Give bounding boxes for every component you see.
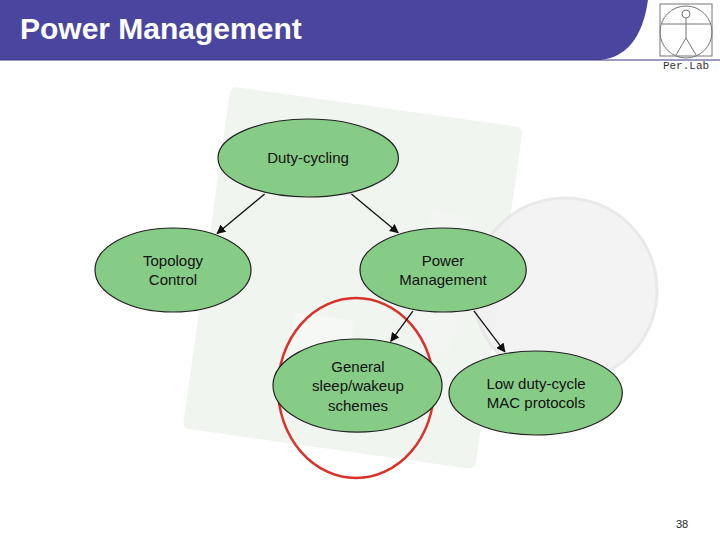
node-label: Power Management	[388, 251, 498, 290]
arrow-connector	[391, 311, 413, 341]
logo-caption: Per.Lab	[663, 60, 709, 72]
ellipse-node: Power Management	[359, 227, 527, 313]
node-label: General sleep/wakeup schemes	[302, 357, 414, 416]
header-bar	[0, 0, 648, 60]
arrow-connector	[474, 311, 505, 352]
page-number: 38	[676, 518, 688, 530]
vitruvian-logo	[660, 4, 712, 58]
header-rule	[0, 60, 720, 61]
slide-title: Power Management	[20, 12, 302, 46]
arrow-connector	[217, 194, 264, 233]
ellipse-node: Low duty-cycle MAC protocols	[448, 350, 623, 436]
ellipse-outline	[448, 350, 623, 436]
node-label: Topology Control	[123, 251, 223, 290]
ellipse-outline	[94, 227, 252, 313]
ellipse-node: Topology Control	[94, 227, 252, 313]
ellipse-node: Duty-cycling	[217, 118, 399, 198]
node-label: Duty-cycling	[248, 148, 368, 168]
node-label: Low duty-cycle MAC protocols	[478, 374, 593, 413]
ellipse-node: General sleep/wakeup schemes	[272, 338, 443, 433]
ellipse-outline	[359, 227, 527, 313]
arrow-connector	[351, 194, 398, 233]
